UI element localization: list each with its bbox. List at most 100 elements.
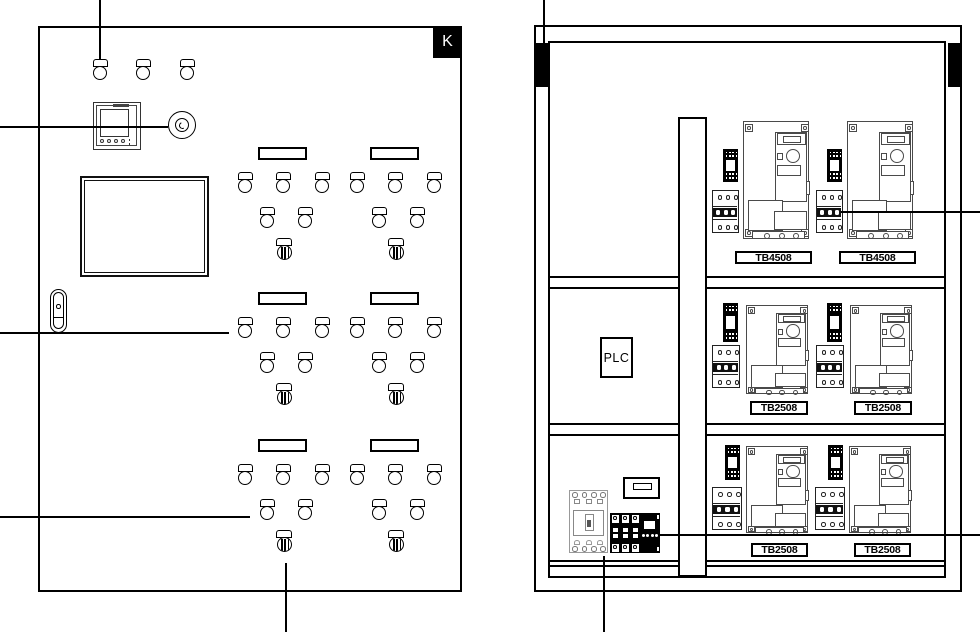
breaker-terminal — [839, 522, 844, 527]
ats-pole-mark — [612, 533, 618, 538]
contactor-dot — [833, 309, 835, 311]
contactor-dot — [830, 471, 833, 473]
vfd-terminal-hole — [764, 233, 771, 240]
contactor-dot — [836, 151, 839, 154]
vfd-mount-hole — [907, 126, 911, 130]
vfd-lower-cover — [878, 211, 912, 231]
breaker-line — [817, 205, 841, 207]
drive-tag-label: TB2508 — [750, 401, 808, 415]
contactor-window — [726, 159, 735, 171]
contactor-dot — [729, 151, 731, 154]
leader-line — [603, 556, 605, 632]
contactor-dot — [729, 337, 731, 339]
contactor-dot — [734, 475, 737, 477]
vfd-knob — [786, 464, 800, 479]
contactor-dot — [840, 451, 843, 453]
vfd-drive — [849, 446, 912, 536]
vfd-mount-hole — [802, 309, 807, 313]
ats-pole-hole — [633, 545, 637, 549]
vfd-side-tab — [806, 180, 810, 196]
shelf-divider — [550, 560, 944, 567]
leader-line — [543, 0, 545, 43]
main-breaker-terminal — [591, 546, 597, 552]
breaker-line — [713, 205, 737, 207]
breaker-terminal — [717, 350, 723, 355]
meter-key-icon — [100, 139, 104, 143]
contactor-dot — [729, 155, 731, 157]
contactor-dot — [839, 155, 842, 157]
breaker-terminal — [821, 195, 827, 200]
breaker-terminal — [726, 380, 731, 385]
pilot-light — [388, 179, 402, 193]
vfd-lower-cover — [878, 512, 910, 527]
vfd-side-tab — [805, 490, 809, 501]
leader-line — [660, 534, 980, 536]
door-handle-inset — [52, 292, 64, 329]
hmi-display — [80, 176, 209, 277]
selector-switch-ring — [174, 117, 189, 132]
contactor-dot — [839, 173, 842, 175]
vfd-drive — [746, 446, 809, 536]
breaker-line — [817, 360, 842, 362]
contactor-dot — [834, 447, 836, 450]
contactor-dot — [732, 151, 735, 154]
circuit-breaker — [816, 190, 843, 233]
vfd-mount-ear — [747, 307, 756, 314]
breaker-handle — [724, 364, 729, 371]
hinge-block-right — [948, 43, 960, 87]
vfd-terminal-hole — [868, 233, 875, 240]
breaker-line — [713, 515, 740, 517]
ats-tick — [657, 547, 659, 551]
breaker-terminal — [717, 195, 723, 200]
panel-designation-text: K — [442, 33, 453, 50]
vfd-drive — [847, 121, 914, 243]
breaker-handle-band — [817, 208, 841, 217]
button-stripe — [399, 391, 402, 404]
vfd-mount-hole — [853, 309, 858, 313]
meter-key-icon — [114, 139, 118, 143]
vfd-knob-square — [880, 469, 887, 475]
contactor — [725, 445, 740, 480]
drive-tag-text: TB2508 — [761, 544, 798, 556]
button-stripe — [284, 246, 286, 259]
contactor-dot — [834, 475, 836, 477]
vfd-terminal-hole — [792, 233, 799, 240]
vfd-terminal-strip — [856, 231, 910, 240]
pilot-light — [372, 506, 386, 520]
illuminated-pushbutton — [388, 390, 404, 405]
contactor-dot — [725, 337, 728, 339]
button-stripe — [399, 246, 402, 259]
ats-button — [646, 533, 650, 537]
vfd-lower-cover — [774, 211, 808, 231]
button-stripe — [284, 538, 286, 551]
vfd-display-window — [782, 135, 802, 144]
group-label-plate — [370, 292, 419, 305]
vfd-mount-hole — [851, 231, 855, 235]
contactor-window — [726, 315, 735, 329]
vfd-mount-ear — [851, 307, 860, 314]
main-breaker — [569, 490, 608, 553]
vfd-terminal-strip — [858, 388, 909, 396]
breaker-handle — [716, 364, 721, 371]
ats-pole-window — [621, 543, 629, 552]
breaker-terminal — [830, 522, 835, 527]
breaker-handle — [716, 209, 721, 216]
breaker-terminal — [718, 492, 723, 497]
leader-line — [0, 126, 168, 128]
vfd-terminal-hole — [896, 233, 903, 240]
door-handle-lock-icon — [56, 304, 61, 309]
contactor — [828, 445, 843, 480]
contactor-dot — [725, 333, 728, 335]
vfd-display-window — [783, 456, 801, 463]
breaker-handle — [733, 506, 739, 513]
cable-duct — [678, 117, 707, 577]
contactor-window — [830, 159, 839, 171]
contactor-dot — [829, 173, 832, 175]
contactor-dot — [833, 151, 835, 154]
contactor-dot — [735, 333, 738, 335]
vfd-mount-hole — [851, 126, 855, 130]
vfd-knob-square — [880, 152, 887, 161]
contactor-dot — [732, 337, 735, 339]
breaker-line — [816, 515, 843, 517]
